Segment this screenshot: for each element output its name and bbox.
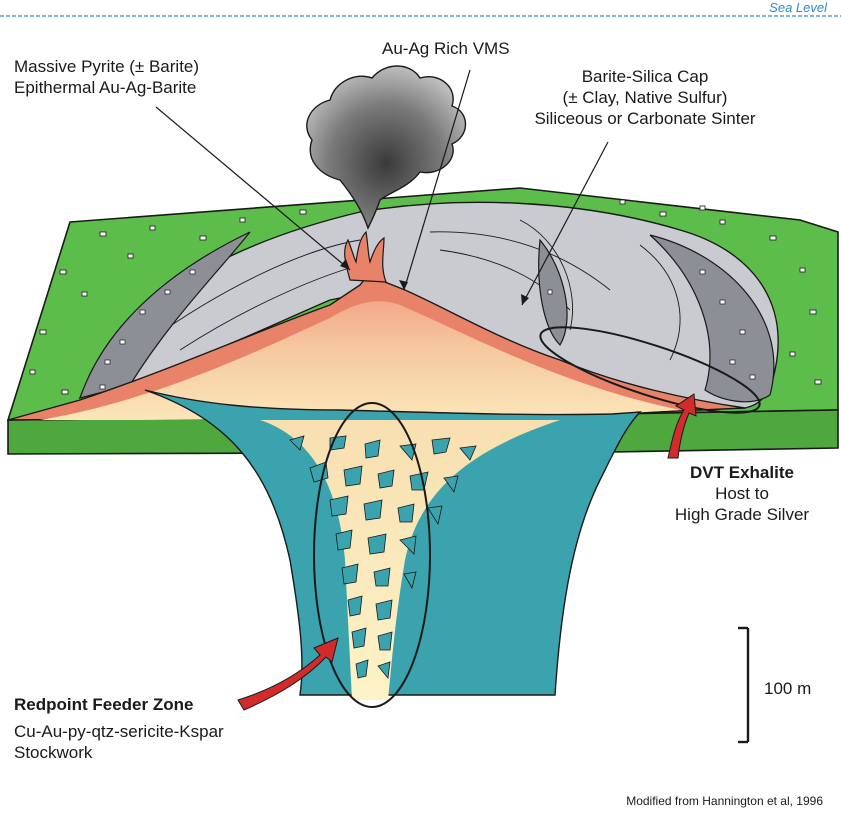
- massive-pyrite-line-1: Massive Pyrite (± Barite): [14, 57, 200, 76]
- vms-label: Au-Ag Rich VMS: [382, 39, 510, 58]
- barite-cap-line-2: (± Clay, Native Sulfur): [562, 88, 728, 107]
- dvt-red-arrow: [667, 393, 697, 459]
- barite-cap-line-1: Barite-Silica Cap: [581, 67, 709, 86]
- massive-pyrite-line-2: Epithermal Au-Ag-Barite: [14, 78, 197, 97]
- barite-cap-line-3: Siliceous or Carbonate Sinter: [534, 109, 756, 128]
- dvt-label: DVT Exhalite Host to High Grade Silver: [652, 462, 832, 525]
- massive-pyrite-label: Massive Pyrite (± Barite) Epithermal Au-…: [14, 56, 199, 98]
- sea-level-label: Sea Level: [769, 0, 827, 15]
- feeder-core: [260, 420, 560, 700]
- arrowhead-barite: [521, 294, 529, 305]
- dvt-title: DVT Exhalite: [690, 463, 794, 482]
- leader-lines: [155, 69, 609, 306]
- redpoint-line-1: Cu-Au-py-qtz-sericite-Kspar: [14, 722, 224, 741]
- redpoint-label: Redpoint Feeder Zone Cu-Au-py-qtz-serici…: [14, 694, 224, 763]
- scale-bar: [738, 626, 750, 744]
- dvt-line-1: Host to: [715, 484, 769, 503]
- alteration-body: [40, 301, 680, 420]
- credit-text: Modified from Hannington et al, 1996: [626, 794, 823, 808]
- arrowhead-pyrite: [340, 259, 350, 270]
- redpoint-red-arrow: [237, 637, 339, 711]
- redpoint-ellipse: [313, 402, 431, 708]
- redpoint-line-2: Stockwork: [14, 743, 93, 762]
- breccia-zones: [79, 231, 775, 403]
- dvt-line-2: High Grade Silver: [674, 505, 810, 524]
- stockwork-fragments: [289, 435, 477, 679]
- barite-cap-label: Barite-Silica Cap (± Clay, Native Sulfur…: [495, 66, 795, 129]
- arrowhead-vms: [399, 280, 408, 290]
- dvt-ellipse: [539, 326, 761, 414]
- scale-label: 100 m: [764, 679, 812, 698]
- redpoint-title: Redpoint Feeder Zone: [14, 695, 194, 714]
- smoke-plume: [306, 65, 467, 230]
